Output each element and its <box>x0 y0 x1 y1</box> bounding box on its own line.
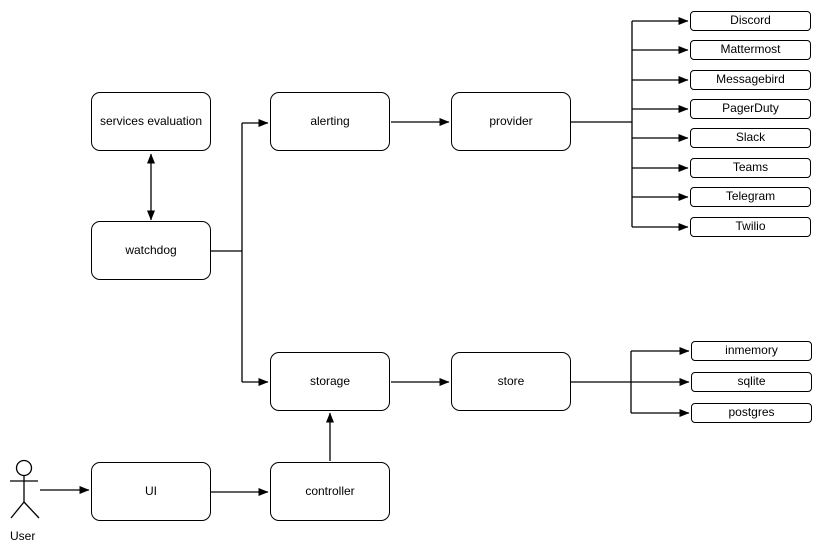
node-store-postgres: postgres <box>691 403 812 423</box>
provider-discord-label: Discord <box>730 13 771 28</box>
provider-slack-label: Slack <box>735 130 766 145</box>
provider-mattermost-label: Mattermost <box>720 42 781 57</box>
node-store-sqlite: sqlite <box>691 372 812 392</box>
node-store: store <box>451 352 571 411</box>
provider-telegram-label: Telegram <box>725 189 776 204</box>
node-provider-slack: Slack <box>690 128 811 148</box>
node-storage-label: storage <box>309 373 351 388</box>
node-provider-telegram: Telegram <box>690 187 811 207</box>
node-store-label: store <box>497 373 525 388</box>
provider-pagerduty-label: PagerDuty <box>722 101 779 116</box>
node-provider-label: provider <box>489 113 533 128</box>
node-alerting-label: alerting <box>310 113 350 128</box>
node-alerting: alerting <box>270 92 390 151</box>
user-actor-label: User <box>10 529 36 543</box>
node-provider-twilio: Twilio <box>690 217 811 237</box>
node-store-inmemory: inmemory <box>691 341 812 361</box>
provider-teams-label: Teams <box>732 160 769 175</box>
node-provider-messagebird: Messagebird <box>690 70 811 90</box>
node-provider-mattermost: Mattermost <box>690 40 811 60</box>
provider-twilio-label: Twilio <box>735 219 766 234</box>
provider-messagebird-label: Messagebird <box>716 72 785 87</box>
node-provider-teams: Teams <box>690 158 811 178</box>
node-controller: controller <box>270 462 390 521</box>
user-actor-icon <box>10 459 40 519</box>
node-ui-label: UI <box>145 483 157 498</box>
node-provider: provider <box>451 92 571 151</box>
node-storage: storage <box>270 352 390 411</box>
store-sqlite-label: sqlite <box>737 374 766 389</box>
node-watchdog-label: watchdog <box>125 242 177 257</box>
store-postgres-label: postgres <box>728 405 775 420</box>
store-inmemory-label: inmemory <box>725 343 778 358</box>
node-ui: UI <box>91 462 211 521</box>
node-services-evaluation: services evaluation <box>91 92 211 151</box>
node-provider-pagerduty: PagerDuty <box>690 99 811 119</box>
node-watchdog: watchdog <box>91 221 211 280</box>
node-services-evaluation-label: services evaluation <box>99 113 203 128</box>
node-controller-label: controller <box>305 483 355 498</box>
node-provider-discord: Discord <box>690 11 811 31</box>
